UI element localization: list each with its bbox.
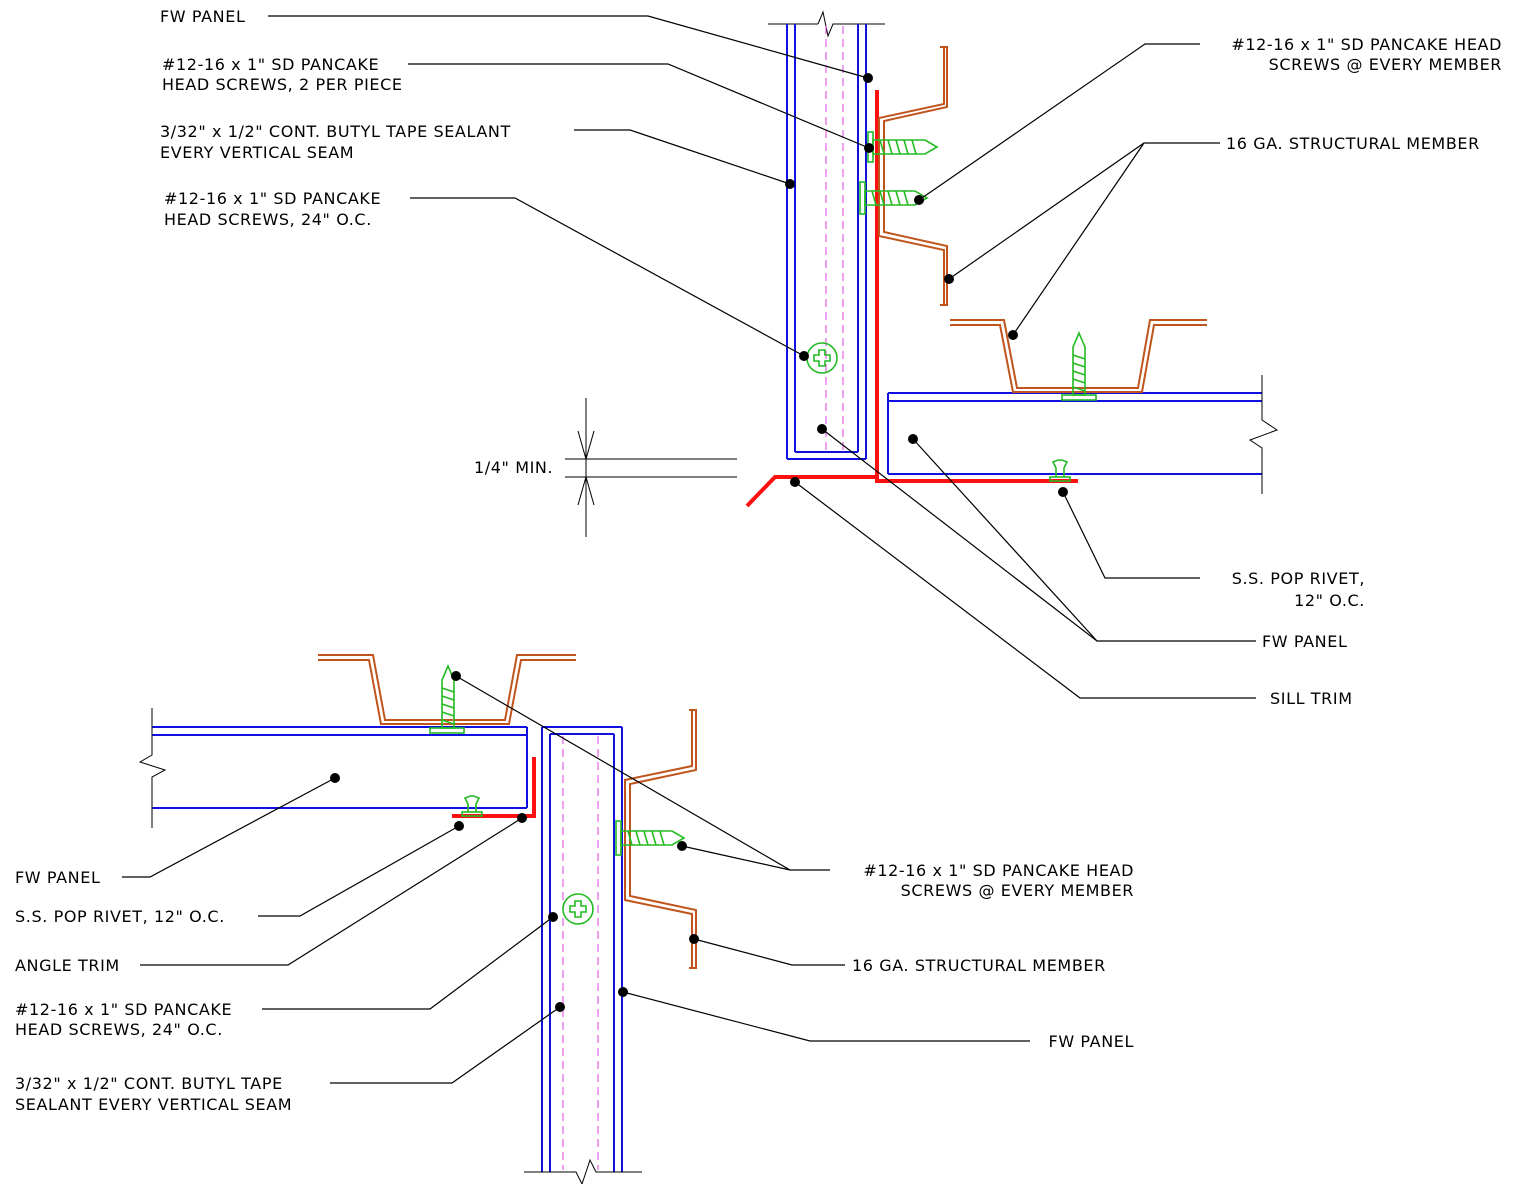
bottom-vertical-fw-panel bbox=[524, 726, 642, 1184]
top-leader-dots bbox=[785, 73, 1068, 497]
bottom-screw-vertical-member bbox=[615, 820, 686, 856]
label-structural-member-top: 16 GA. STRUCTURAL MEMBER bbox=[1226, 134, 1480, 153]
bottom-structural-member-vertical bbox=[624, 709, 697, 969]
bottom-screw-horizontal-member bbox=[429, 663, 465, 734]
label-bottom-screws-24oc-line2: HEAD SCREWS, 24" O.C. bbox=[15, 1020, 223, 1039]
bottom-leaders bbox=[122, 675, 1030, 1084]
label-screws-every-member-line2: SCREWS @ EVERY MEMBER bbox=[1269, 55, 1502, 74]
label-bottom-screws-every-member-line1: #12-16 x 1" SD PANCAKE HEAD bbox=[863, 861, 1134, 880]
bottom-structural-member-horizontal bbox=[318, 654, 576, 725]
label-screws-24oc-line1: #12-16 x 1" SD PANCAKE bbox=[164, 189, 381, 208]
label-pop-rivet-line1: S.S. POP RIVET, bbox=[1232, 569, 1365, 588]
top-horizontal-fw-panel bbox=[887, 375, 1279, 494]
bottom-pop-rivet bbox=[461, 795, 483, 817]
label-fw-panel-left: FW PANEL bbox=[15, 868, 100, 887]
bottom-panel-screw-head bbox=[562, 893, 594, 925]
label-fw-panel-right: FW PANEL bbox=[1262, 632, 1347, 651]
top-pop-rivet bbox=[1049, 459, 1071, 482]
label-screws-2-per-piece-line1: #12-16 x 1" SD PANCAKE bbox=[162, 55, 379, 74]
label-fw-panel-bottom: FW PANEL bbox=[1049, 1032, 1134, 1051]
top-detail: FW PANEL #12-16 x 1" SD PANCAKE HEAD SCR… bbox=[160, 7, 1502, 708]
sill-trim bbox=[745, 90, 1078, 508]
top-labels: FW PANEL #12-16 x 1" SD PANCAKE HEAD SCR… bbox=[160, 7, 1502, 708]
label-screws-every-member-line1: #12-16 x 1" SD PANCAKE HEAD bbox=[1231, 35, 1502, 54]
label-bottom-structural-member: 16 GA. STRUCTURAL MEMBER bbox=[852, 956, 1106, 975]
min-dimension bbox=[565, 398, 737, 537]
label-butyl-tape-line1: 3/32" x 1/2" CONT. BUTYL TAPE SEALANT bbox=[160, 122, 511, 141]
label-pop-rivet-line2: 12" O.C. bbox=[1294, 591, 1365, 610]
label-fw-panel-top: FW PANEL bbox=[160, 7, 245, 26]
top-structural-member-vertical bbox=[878, 46, 948, 306]
label-pop-rivet: S.S. POP RIVET, 12" O.C. bbox=[15, 907, 225, 926]
bottom-leader-dots bbox=[330, 671, 699, 1012]
bottom-detail: FW PANEL S.S. POP RIVET, 12" O.C. ANGLE … bbox=[15, 654, 1134, 1184]
label-sill-trim: SILL TRIM bbox=[1270, 689, 1353, 708]
bottom-horizontal-fw-panel bbox=[138, 708, 528, 828]
label-bottom-butyl-line2: SEALANT EVERY VERTICAL SEAM bbox=[15, 1095, 292, 1114]
label-screws-2-per-piece-line2: HEAD SCREWS, 2 PER PIECE bbox=[162, 75, 403, 94]
top-vertical-fw-panel bbox=[768, 10, 885, 460]
label-angle-trim: ANGLE TRIM bbox=[15, 956, 120, 975]
top-leaders bbox=[268, 15, 1256, 699]
label-bottom-screws-every-member-line2: SCREWS @ EVERY MEMBER bbox=[901, 881, 1134, 900]
label-bottom-screws-24oc-line1: #12-16 x 1" SD PANCAKE bbox=[15, 1000, 232, 1019]
top-screw-horizontal-member bbox=[1061, 330, 1097, 401]
top-panel-screw-head bbox=[806, 342, 838, 374]
label-butyl-tape-line2: EVERY VERTICAL SEAM bbox=[160, 143, 354, 162]
label-min-dimension: 1/4" MIN. bbox=[474, 458, 553, 477]
label-screws-24oc-line2: HEAD SCREWS, 24" O.C. bbox=[164, 210, 372, 229]
label-bottom-butyl-line1: 3/32" x 1/2" CONT. BUTYL TAPE bbox=[15, 1074, 283, 1093]
bottom-labels: FW PANEL S.S. POP RIVET, 12" O.C. ANGLE … bbox=[15, 861, 1134, 1114]
